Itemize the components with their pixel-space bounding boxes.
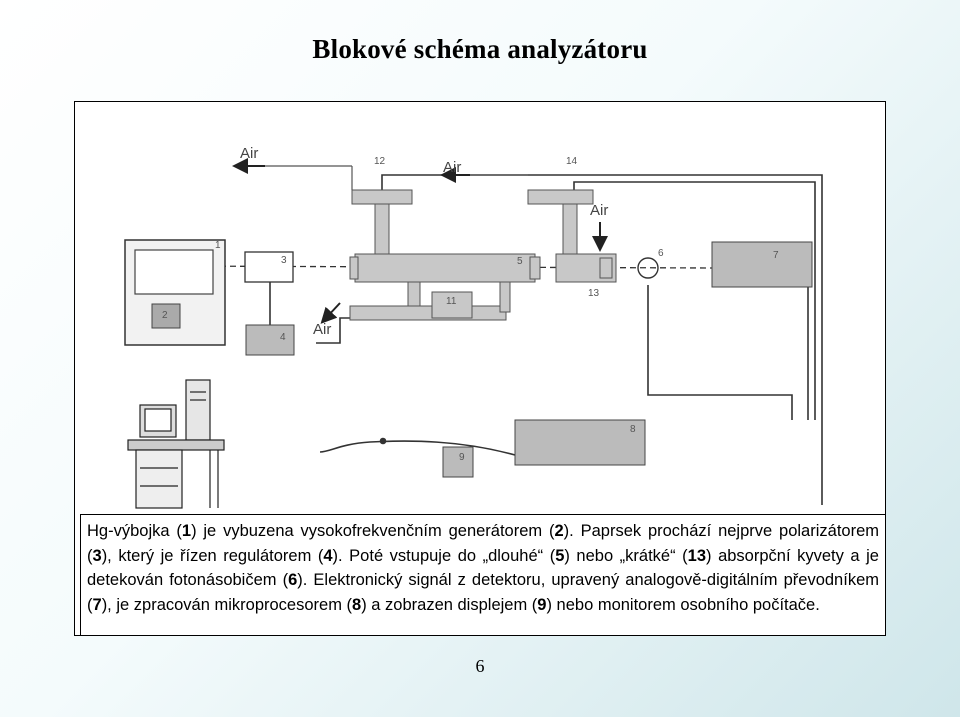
air-arrow-11 [320, 302, 341, 324]
label-7: 7 [773, 250, 779, 261]
air-label-2: Air [443, 159, 461, 176]
long-cuvette [349, 189, 541, 283]
regulator [245, 324, 295, 356]
label-13: 13 [588, 288, 600, 299]
caption: Hg-výbojka (1) je vybuzena vysokofrekven… [80, 514, 886, 636]
label-1: 1 [215, 240, 221, 251]
page-number: 6 [475, 656, 485, 676]
label-2: 2 [162, 310, 168, 321]
adc-converter [711, 241, 813, 288]
bypass-11 [349, 281, 511, 321]
short-cuvette [527, 189, 617, 283]
label-11: 11 [446, 296, 457, 307]
label-6: 6 [658, 248, 664, 259]
lamp-generator [124, 239, 226, 346]
label-8: 8 [630, 424, 636, 435]
label-14: 14 [566, 156, 578, 167]
wire-6-8 [647, 285, 793, 420]
display [442, 446, 474, 478]
signal-wires [269, 174, 823, 505]
label-4: 4 [280, 332, 286, 343]
wire-14 [573, 181, 816, 420]
wire-12 [381, 174, 823, 505]
air-label-3: Air [590, 202, 608, 219]
photomultiplier [637, 257, 659, 279]
polarizer [244, 251, 294, 283]
cable-pc [319, 440, 516, 456]
label-3: 3 [281, 255, 287, 266]
label-12: 12 [374, 156, 386, 167]
air-label-1: Air [240, 145, 258, 162]
wire-4-11 [316, 317, 350, 344]
label-9: 9 [459, 452, 465, 463]
air-label-4: Air [313, 321, 331, 338]
label-5: 5 [517, 256, 523, 267]
microprocessor [514, 419, 646, 466]
personal-computer-icon [127, 379, 225, 509]
page-title: Blokové schéma analyzátoru [312, 34, 648, 64]
